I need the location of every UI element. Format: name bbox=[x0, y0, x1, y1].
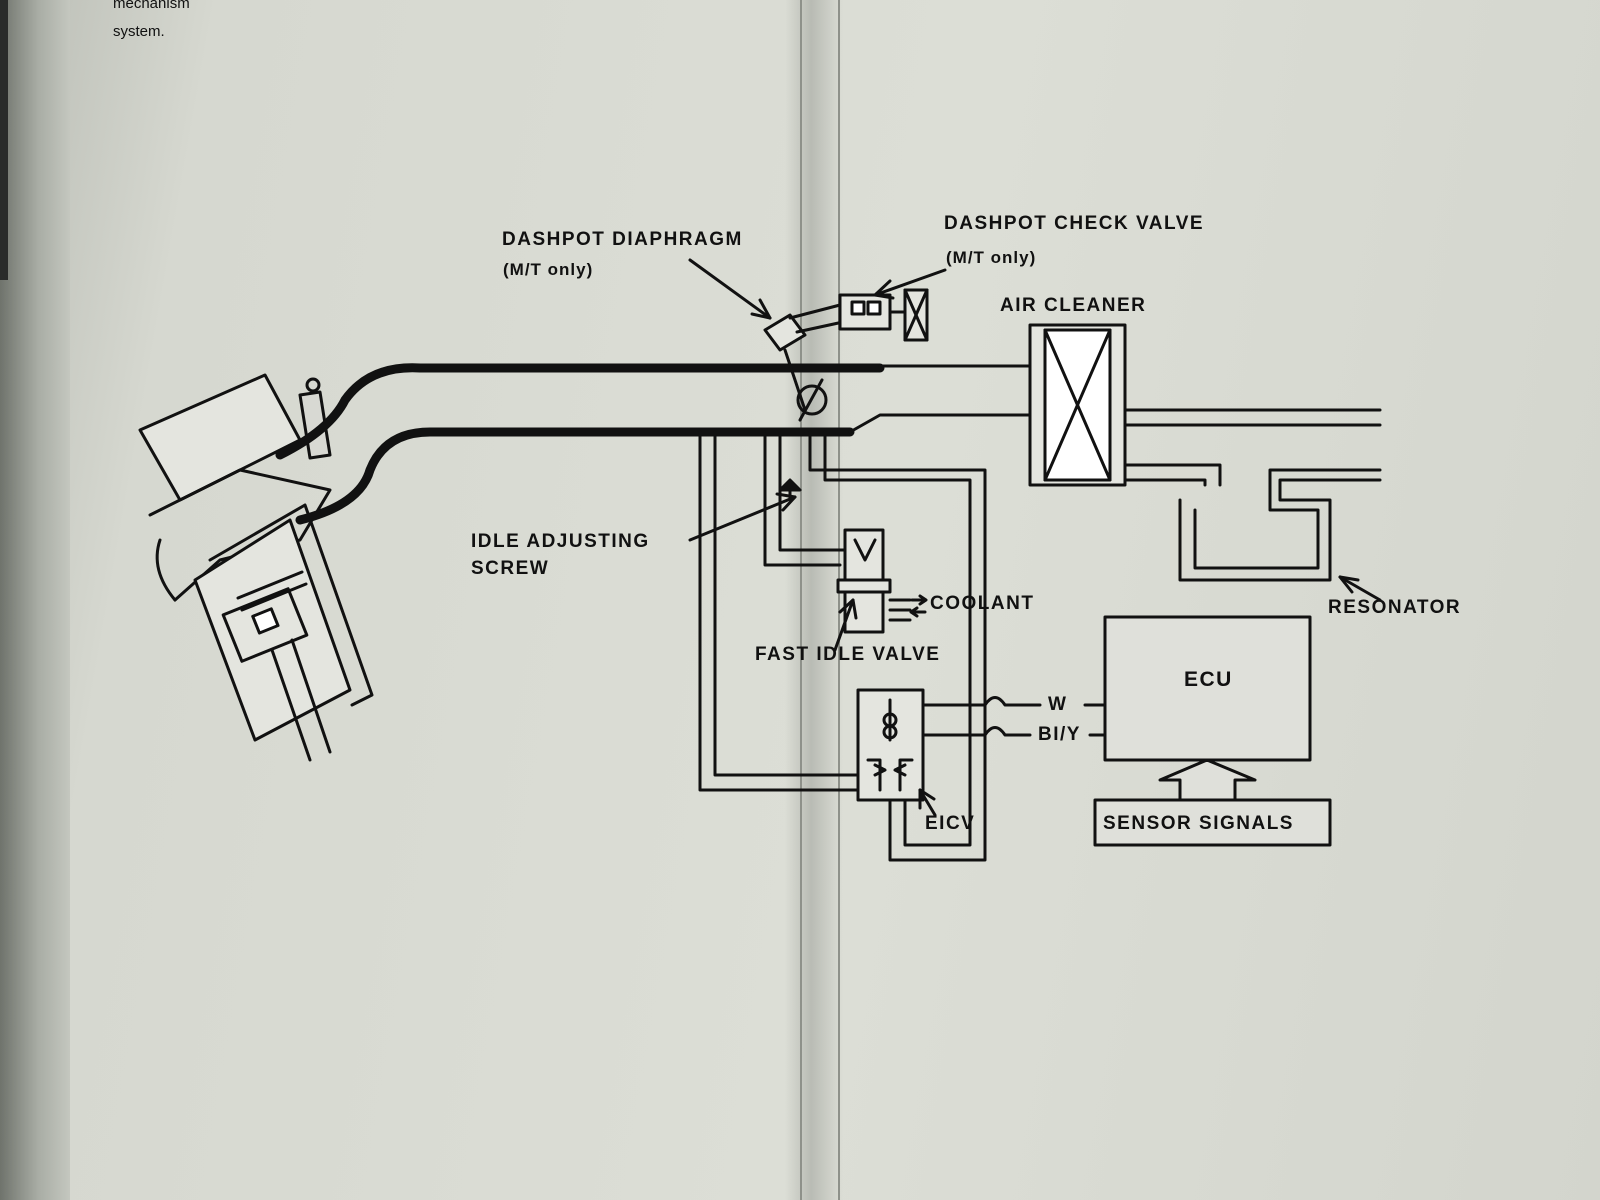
coolant-label: COOLANT bbox=[930, 593, 1035, 614]
leader-lines bbox=[688, 258, 1382, 817]
ecu-wiring bbox=[921, 696, 1107, 737]
bypass-passages bbox=[698, 427, 987, 862]
sensor-arrow bbox=[1158, 758, 1257, 802]
ecu-label: ECU bbox=[1184, 668, 1233, 691]
idle-adjusting-screw-label-2: SCREW bbox=[471, 558, 550, 579]
ecu-box bbox=[1103, 615, 1312, 762]
dashpot-check-valve-note: (M/T only) bbox=[946, 248, 1037, 267]
header-text-line-2: system. bbox=[113, 23, 165, 40]
idle-adjusting-screw-label-1: IDLE ADJUSTING bbox=[471, 531, 650, 552]
resonator-label: RESONATOR bbox=[1328, 597, 1462, 618]
throttle-valve bbox=[796, 378, 828, 422]
page-fold bbox=[785, 0, 843, 1200]
dashpot-diaphragm-label: DASHPOT DIAPHRAGM bbox=[502, 229, 743, 250]
resonator bbox=[1178, 468, 1382, 582]
intake-manifold bbox=[275, 363, 885, 525]
coolant-arrows bbox=[909, 594, 928, 618]
fold-line-left bbox=[800, 0, 802, 1200]
book-edge-shadow bbox=[0, 0, 8, 280]
air-cleaner-label: AIR CLEANER bbox=[1000, 295, 1147, 316]
fold-line-right bbox=[838, 0, 840, 1200]
wire-bly-label: BI/Y bbox=[1038, 724, 1081, 745]
header-text: mechanism system. bbox=[113, 0, 213, 42]
wire-w-label: W bbox=[1048, 694, 1068, 715]
eicv-label: EICV bbox=[925, 813, 976, 834]
book-spine bbox=[0, 0, 70, 1200]
eicv-body bbox=[856, 688, 925, 802]
dashpot-check-valve-label: DASHPOT CHECK VALVE bbox=[944, 213, 1205, 234]
air-cleaner bbox=[1028, 323, 1382, 487]
sensor-signals-label: SENSOR SIGNALS bbox=[1103, 813, 1294, 834]
fast-idle-valve-body bbox=[836, 528, 912, 634]
header-text-line-1: mechanism bbox=[113, 0, 190, 12]
dashpot-diaphragm-note: (M/T only) bbox=[503, 260, 594, 279]
sensor-signals-box bbox=[1093, 798, 1332, 847]
intake-duct bbox=[848, 328, 1032, 452]
engine-cylinder bbox=[138, 373, 374, 762]
fast-idle-valve-label: FAST IDLE VALVE bbox=[755, 644, 941, 665]
dashpot-assembly bbox=[763, 288, 929, 412]
